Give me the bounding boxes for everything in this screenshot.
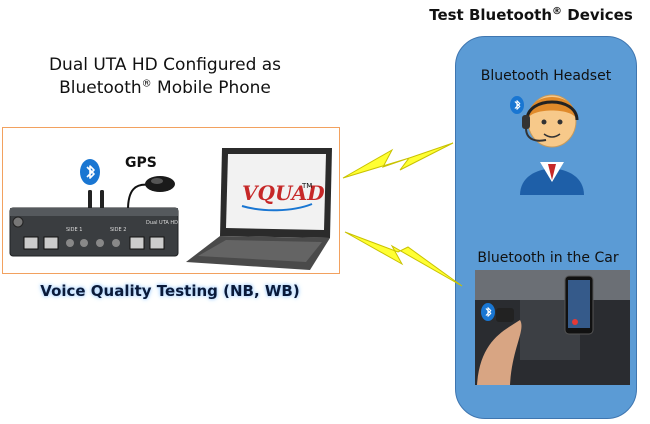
vquad-logo-text: VQUAD xyxy=(242,181,325,205)
uta-device: SIDE 1 SIDE 2 Dual UTA HD xyxy=(9,207,179,257)
bluetooth-icon-car xyxy=(481,303,495,321)
vquad-logo-tm: TM xyxy=(301,182,312,190)
laptop: VQUAD TM xyxy=(186,148,332,270)
side1-label: SIDE 1 xyxy=(66,227,82,233)
side2-label: SIDE 2 xyxy=(110,227,126,233)
car-label: Bluetooth in the Car xyxy=(477,250,619,266)
bluetooth-icon-headset xyxy=(510,96,524,114)
lightning-bolt-bottom xyxy=(344,231,463,287)
bottom-caption: Voice Quality Testing (NB, WB) xyxy=(40,282,300,300)
left-title-line2: Bluetooth® Mobile Phone xyxy=(59,78,271,98)
device-antenna xyxy=(100,190,104,210)
gps-label: GPS xyxy=(125,155,157,171)
gps-antenna xyxy=(127,176,175,211)
device-antenna xyxy=(88,190,92,210)
left-title: Dual UTA HD Configured as Bluetooth® Mob… xyxy=(30,54,300,100)
model-label: Dual UTA HD xyxy=(146,220,178,226)
vquad-logo: VQUAD TM xyxy=(241,181,325,212)
bluetooth-icon xyxy=(80,159,100,185)
headset-label: Bluetooth Headset xyxy=(480,68,612,84)
left-title-line1: Dual UTA HD Configured as xyxy=(48,55,282,75)
headset-user-avatar xyxy=(520,94,584,195)
panel-title: Test Bluetooth® Devices xyxy=(429,6,633,24)
lightning-bolt-top xyxy=(342,142,454,179)
car-interior-photo xyxy=(475,270,630,385)
